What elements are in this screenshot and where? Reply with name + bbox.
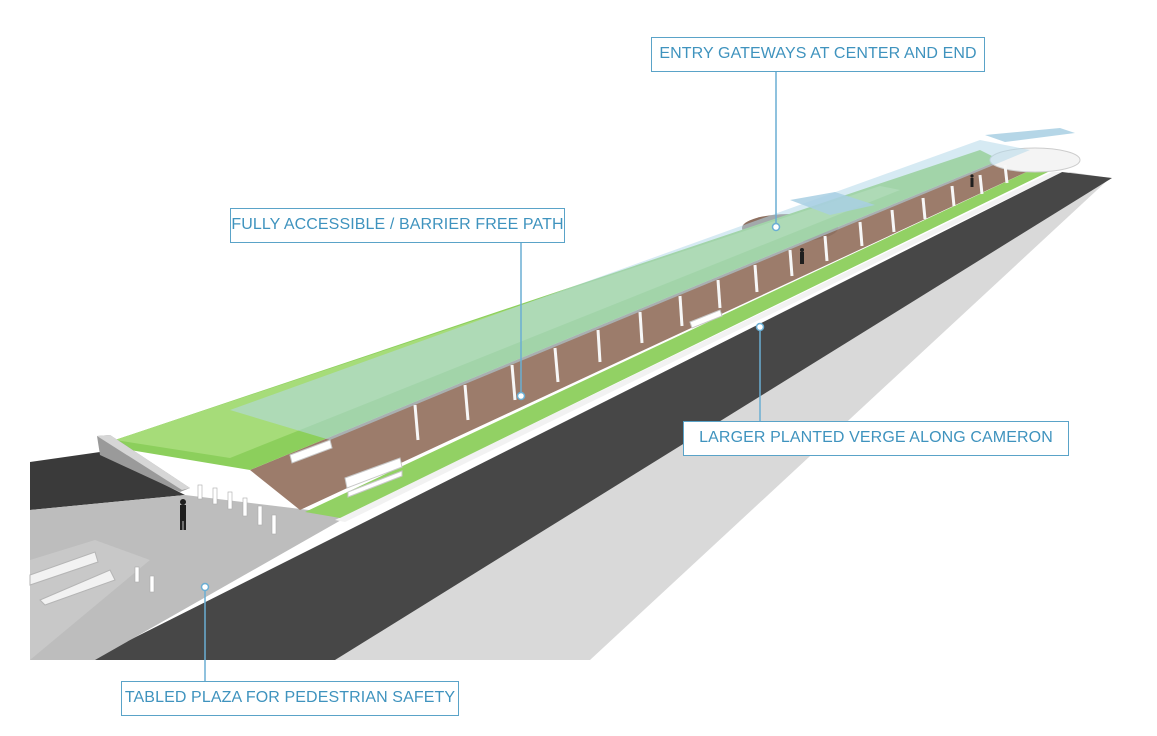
pedestrians: [180, 174, 974, 530]
leader-plaza-dot: [200, 582, 210, 592]
dark-lot: [30, 452, 185, 510]
road: [90, 172, 1112, 660]
plaza-benches: [29, 551, 116, 606]
tabled-plaza: [30, 495, 350, 660]
planted-verge: [305, 168, 1052, 518]
canopy-center-gateway: [790, 192, 875, 215]
canopy-end: [985, 128, 1075, 142]
leader-verge-dot: [755, 322, 765, 332]
leader-gateways-dot: [771, 222, 781, 232]
callout-entry-gateways: ENTRY GATEWAYS AT CENTER AND END: [651, 37, 985, 72]
canopy-posts: [413, 164, 1009, 441]
callout-tabled-plaza: TABLED PLAZA FOR PEDESTRIAN SAFETY: [121, 681, 459, 716]
callout-accessible-path: FULLY ACCESSIBLE / BARRIER FREE PATH: [230, 208, 565, 243]
bollards: [134, 484, 277, 593]
callout-planted-verge: LARGER PLANTED VERGE ALONG CAMERON: [683, 421, 1069, 456]
leader-path-dot: [516, 391, 526, 401]
left-wall-top: [97, 435, 190, 490]
kerb: [335, 172, 1062, 522]
leader-lines: [200, 72, 781, 681]
benches: [289, 309, 723, 498]
